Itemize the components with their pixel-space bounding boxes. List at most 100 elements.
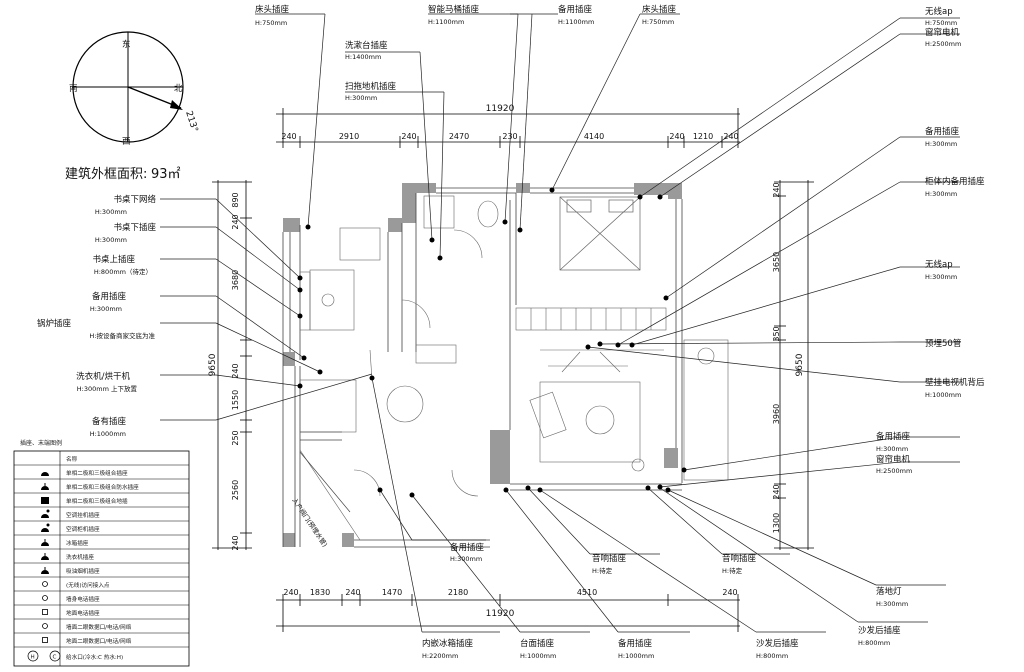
legend-row: 墙身电话插座: [42, 595, 100, 603]
label-left-6-h: H:300mm 上下放置: [77, 384, 138, 393]
label-right-1-name: 无线ap: [925, 6, 953, 17]
dim-top-4: 2470: [449, 132, 469, 141]
legend-row: 单相二极和三极组合地插: [41, 497, 128, 505]
structural-walls: [283, 183, 682, 547]
dim-top-6: 4140: [584, 132, 604, 141]
label-right-6-name: 预埋50管: [925, 338, 961, 349]
label-right-3-name: 备用插座: [925, 126, 960, 137]
label-bottom-1-name: 备用插座: [450, 542, 485, 553]
dim-bottom-3: 240: [345, 588, 360, 597]
labels-right: 无线ap H:750mm 窗帘电机 H:2500mm 备用插座 H:300mm …: [876, 6, 985, 475]
pipe-note: 入户阀门(预埋水管): [290, 496, 329, 548]
legend-text: 空调柜机插座: [66, 525, 100, 533]
dim-bottom-total: 11920: [486, 609, 515, 619]
dim-right-5: 240: [772, 484, 781, 499]
dim-right-total: 9650: [795, 353, 805, 376]
dim-left-total: 9650: [208, 353, 218, 376]
water-inlet-icon: H C: [27, 650, 61, 662]
label-bottom-7-name: 台面插座: [520, 638, 555, 649]
wall-data-icon: [42, 623, 48, 629]
labels-bottom: 备用插座 H:300mm 音响插座 H:待定 音响插座 H:待定 落地灯 H:3…: [422, 542, 908, 660]
legend-text: 单相二极和三极组合插座: [66, 469, 128, 477]
legend-text: 洗衣机插座: [66, 553, 94, 561]
labels-top: 床头插座 H:750mm 洗漱台插座 H:1400mm 扫拖地机插座 H:300…: [255, 4, 677, 102]
legend-text: 给水口(冷水:C 热水:H): [66, 653, 123, 661]
legend-row: 地面二眼数据口/电话/网络: [42, 637, 132, 645]
label-bottom-5-h: H:800mm: [858, 639, 890, 647]
label-left-4-h: H:300mm: [90, 305, 122, 313]
label-left-3-h: H:800mm（待定）: [94, 267, 152, 276]
label-left-2-h: H:300mm: [95, 236, 127, 244]
legend-text: 冰箱插座: [66, 539, 89, 547]
label-top-1-name: 床头插座: [255, 4, 290, 15]
water-inlet-hot-letter: H: [31, 655, 35, 661]
dim-top-8: 1210: [693, 132, 713, 141]
dim-top-1: 240: [281, 132, 296, 141]
study-room: [299, 227, 431, 331]
label-bottom-6-name: 内嵌冰箱插座: [422, 638, 474, 649]
label-top-3-h: H:300mm: [345, 94, 377, 102]
wall-phone-icon: [42, 595, 48, 601]
label-left-1-name: 书桌下网络: [113, 194, 156, 205]
legend-title: 插座、末端图例: [20, 439, 62, 447]
bed-master: [559, 196, 641, 271]
fridge-socket-icon: [41, 539, 49, 546]
legend-text: 墙面二眼数据口/电话/网络: [66, 623, 132, 631]
dim-right-6: 1300: [772, 513, 781, 533]
compass-label-s: 南: [69, 83, 78, 94]
dim-right-4: 3960: [772, 404, 781, 424]
label-left-6-name: 洗衣机/烘干机: [76, 371, 130, 382]
dim-left-5: 1550: [231, 390, 240, 410]
area-label: 建筑外框面积:: [65, 166, 147, 182]
floor-plan: 入户阀门(预埋水管): [282, 183, 729, 548]
label-right-4-h: H:300mm: [925, 190, 957, 198]
label-left-7-h: H:1000mm: [90, 430, 126, 438]
dim-left-1: 240: [231, 214, 240, 229]
dimension-ticks: [212, 108, 814, 632]
label-right-8-name: 备用插座: [876, 431, 911, 442]
label-bottom-8-name: 备用插座: [618, 638, 653, 649]
label-bottom-9-h: H:800mm: [756, 652, 788, 660]
dim-left-2: 890: [231, 192, 240, 207]
floor-phone-icon: [42, 609, 48, 615]
label-right-8-h: H:300mm: [876, 445, 908, 453]
label-top-3-name: 扫拖地机插座: [345, 81, 397, 92]
legend-table: 插座、末端图例 名称 单相二极和三极组合插座 单相二极和三极组合防水插座 单相二…: [13, 439, 190, 667]
compass-label-n: 北: [174, 84, 183, 94]
legend-header: 名称: [66, 455, 78, 463]
dim-top-7: 240: [669, 132, 684, 141]
area-value: 93㎡: [151, 167, 181, 182]
socket-icon: [41, 472, 49, 476]
label-bottom-6-h: H:2200mm: [422, 652, 458, 660]
legend-row: 地面电话插座: [42, 609, 100, 617]
ac-cabinet-socket-icon: [41, 523, 50, 532]
legend-row: 吸油烟机插座: [41, 567, 100, 575]
label-top-4-name: 智能马桶插座: [428, 4, 480, 15]
label-bottom-1-h: H:300mm: [450, 555, 482, 563]
label-bottom-4-h: H:300mm: [876, 600, 908, 608]
dim-top-9: 240: [723, 132, 738, 141]
washer-socket-icon: [41, 553, 49, 560]
label-top-2-h: H:1400mm: [345, 53, 381, 61]
legend-row: 空调柜机插座: [41, 523, 100, 533]
ac-wall-socket-icon: [41, 509, 50, 518]
dim-left-8: 240: [231, 535, 240, 550]
label-bottom-2-name: 音响插座: [592, 553, 627, 564]
leader-lines: [160, 13, 960, 633]
label-bottom-7-h: H:1000mm: [520, 652, 556, 660]
bathroom: [423, 195, 499, 259]
compass-degree: 213°: [183, 110, 199, 134]
legend-text: 吸油烟机插座: [66, 567, 100, 575]
legend-row: 墙面二眼数据口/电话/网络: [42, 623, 132, 631]
legend-text: 地面电话插座: [66, 609, 100, 617]
legend-row: 单相二极和三极组合防水插座: [41, 483, 139, 491]
socket-markers: [297, 187, 687, 498]
legend-row: H C 给水口(冷水:C 热水:H): [27, 650, 123, 662]
label-right-2-name: 窗帘电机: [925, 27, 960, 38]
label-right-4-name: 柜体内备用插座: [925, 176, 985, 187]
label-top-5-name: 备用插座: [558, 4, 593, 15]
label-left-5-h: H:按设备商家交底为准: [89, 331, 155, 340]
label-bottom-3-name: 音响插座: [722, 553, 757, 564]
